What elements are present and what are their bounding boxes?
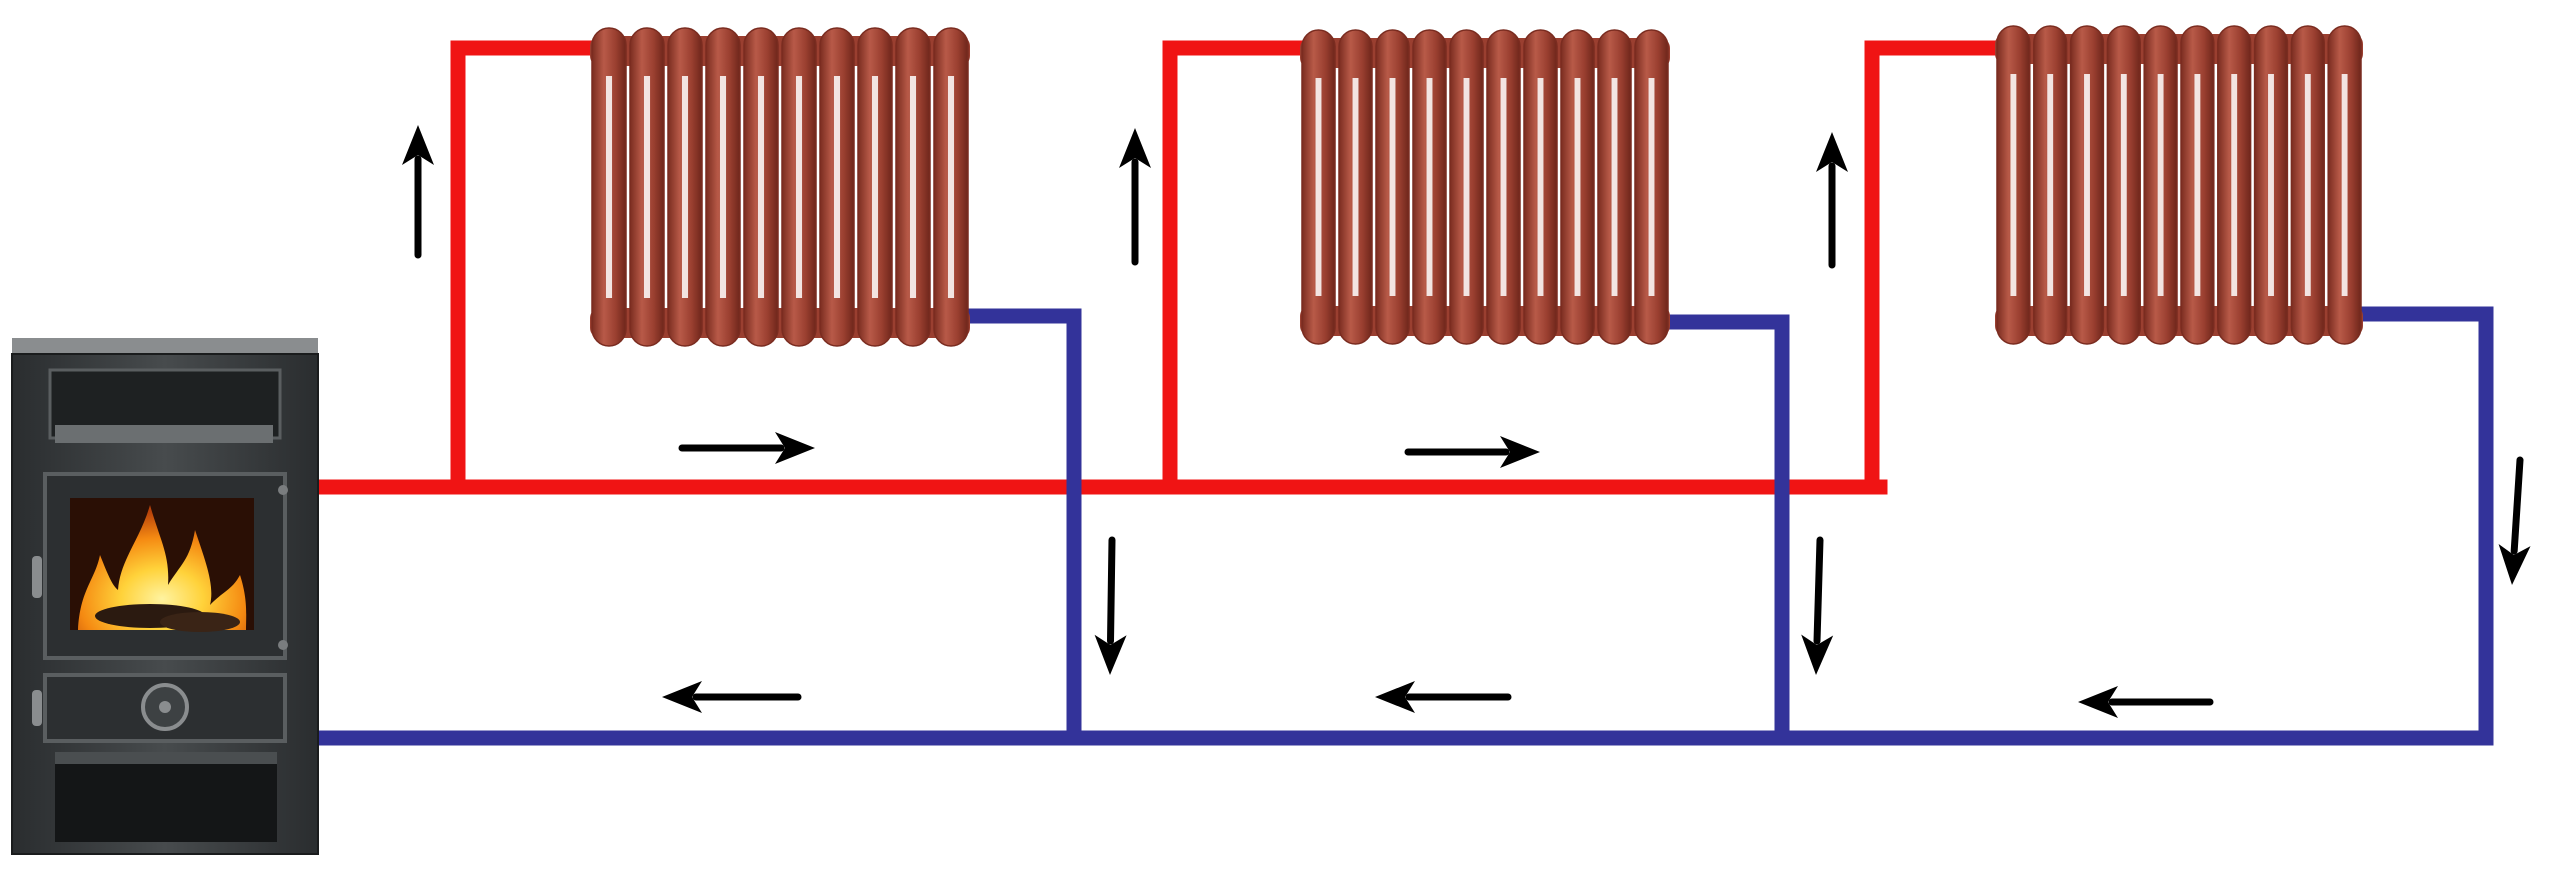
radiator-gap bbox=[1352, 78, 1359, 296]
flow-arrow-up-icon bbox=[402, 125, 434, 259]
arrow-head bbox=[1375, 681, 1415, 713]
arrow-head bbox=[1801, 634, 1834, 675]
radiator-gap bbox=[681, 76, 689, 298]
radiator-gap bbox=[1426, 78, 1433, 296]
arrow-shaft bbox=[2510, 456, 2524, 555]
return-drop-3 bbox=[2350, 306, 2494, 746]
stove-hinge bbox=[278, 640, 288, 650]
flow-arrow-left-icon bbox=[662, 681, 802, 713]
stove-hinge bbox=[278, 485, 288, 495]
flow-arrow-left-icon bbox=[1375, 681, 1512, 713]
return-drop-2 bbox=[1660, 314, 1790, 746]
arrow-head bbox=[402, 125, 434, 165]
radiator-icon bbox=[590, 27, 970, 347]
radiator-gap bbox=[1463, 78, 1470, 296]
air-vent-center bbox=[159, 701, 171, 713]
arrow-head bbox=[1500, 436, 1540, 468]
flow-arrow-group bbox=[402, 125, 2531, 718]
radiator-gap bbox=[795, 76, 803, 298]
supply-pipe-network bbox=[310, 40, 2003, 495]
radiator-gap bbox=[2341, 74, 2348, 296]
arrow-shaft bbox=[1107, 536, 1116, 645]
radiator-group bbox=[590, 25, 2363, 347]
radiator-gap bbox=[2047, 74, 2054, 296]
flow-arrow-up-icon bbox=[1816, 132, 1848, 269]
radiator-gap bbox=[2194, 74, 2201, 296]
radiator-gap bbox=[2010, 74, 2017, 296]
radiator-gap bbox=[643, 76, 651, 298]
flow-arrow-left-icon bbox=[2078, 686, 2214, 718]
supply-riser-1 bbox=[450, 40, 598, 495]
radiator-gap bbox=[1611, 78, 1618, 296]
fire-icon bbox=[78, 505, 247, 630]
stove-upper-vent bbox=[55, 425, 273, 443]
arrow-head bbox=[775, 432, 815, 464]
arrow-head bbox=[1119, 128, 1151, 168]
radiator-gap bbox=[2084, 74, 2090, 296]
stove-icon bbox=[11, 338, 319, 855]
return-drop-1 bbox=[952, 308, 1082, 746]
flow-arrow-down-icon bbox=[1801, 536, 1834, 675]
arrow-head bbox=[1094, 634, 1127, 675]
radiator-icon bbox=[1995, 25, 2363, 345]
flow-arrow-right-icon bbox=[678, 432, 815, 464]
stove-door-handle bbox=[32, 556, 42, 598]
radiator-gap bbox=[1389, 78, 1396, 296]
radiator-gap bbox=[1574, 78, 1581, 296]
radiator-gap bbox=[2304, 74, 2311, 296]
supply-riser-2 bbox=[1162, 40, 1308, 495]
arrow-shaft bbox=[1813, 536, 1824, 645]
radiator-gap bbox=[2268, 74, 2274, 296]
flow-arrow-down-icon bbox=[2498, 456, 2531, 585]
return-pipe-network bbox=[310, 306, 2494, 746]
stove-base-shelf bbox=[55, 752, 277, 764]
arrow-head bbox=[1816, 132, 1848, 172]
radiator-gap bbox=[1537, 78, 1544, 296]
radiator-gap bbox=[833, 76, 841, 298]
radiator-gap bbox=[947, 76, 955, 298]
radiator-gap bbox=[1315, 78, 1322, 296]
stove-ash-handle bbox=[32, 690, 42, 726]
radiator-gap bbox=[719, 76, 727, 298]
radiator-gap bbox=[605, 76, 613, 298]
log-icon bbox=[160, 612, 240, 632]
radiator-gap bbox=[871, 76, 879, 298]
arrow-head bbox=[2078, 686, 2118, 718]
radiator-gap bbox=[1500, 78, 1507, 296]
radiator-gap bbox=[2157, 74, 2164, 296]
radiator-gap bbox=[2120, 74, 2127, 296]
supply-riser-3 bbox=[1864, 40, 2003, 495]
stove-top bbox=[12, 338, 318, 356]
radiator-gap bbox=[2231, 74, 2238, 296]
flow-arrow-right-icon bbox=[1404, 436, 1540, 468]
radiator-icon bbox=[1300, 29, 1670, 345]
radiator-gap bbox=[757, 76, 765, 298]
stove-base-opening bbox=[55, 752, 277, 842]
flow-arrow-up-icon bbox=[1119, 128, 1151, 266]
radiator-gap bbox=[909, 76, 917, 298]
arrow-head bbox=[662, 681, 702, 713]
radiator-gap bbox=[1648, 78, 1655, 296]
arrow-head bbox=[2498, 544, 2531, 585]
flow-arrow-down-icon bbox=[1094, 536, 1127, 675]
